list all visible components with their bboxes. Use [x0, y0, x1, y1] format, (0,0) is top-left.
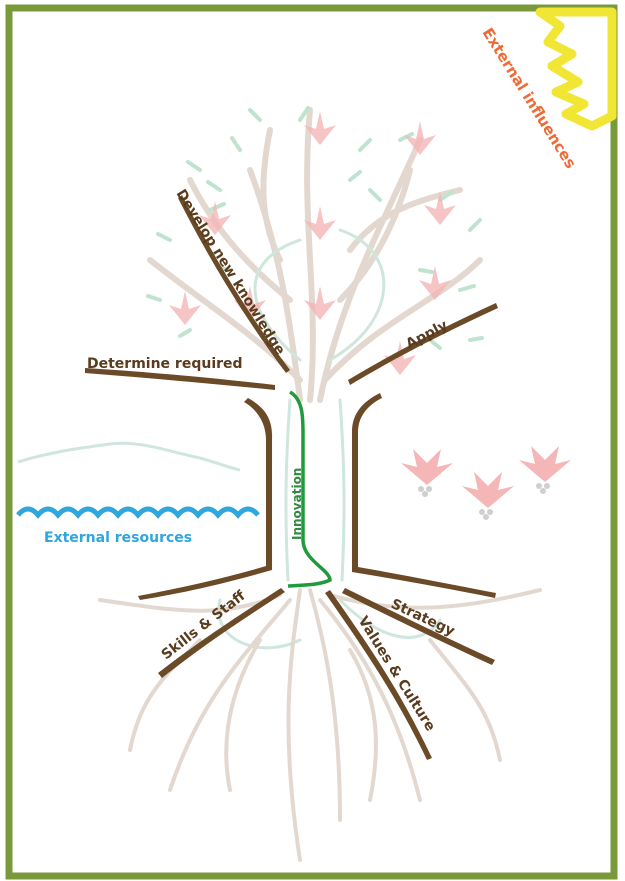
root-strategy: [342, 588, 495, 665]
flower-icon: [401, 443, 453, 497]
root-values-culture: [325, 590, 432, 760]
root-skills-staff: [158, 588, 285, 678]
wave-icon: [16, 506, 260, 519]
flower-icon: [199, 201, 231, 235]
background-tree-illustration: [98, 106, 542, 862]
hill-line: [17, 441, 241, 472]
flower-icon: [304, 111, 336, 145]
main-tree-branches: [85, 195, 498, 760]
flower-icon: [519, 440, 571, 494]
flower-icon: [404, 121, 436, 155]
flower-icon: [169, 291, 201, 325]
canopy-flowers: [169, 111, 456, 375]
sun-icon: [535, 7, 617, 131]
determine-required-label: Determine required: [87, 356, 243, 372]
branch-develop-knowledge: [178, 195, 290, 373]
flower-icon: [384, 341, 416, 375]
diagram-border: [5, 4, 618, 880]
flower-icon: [424, 191, 456, 225]
flower-icon: [304, 206, 336, 240]
flower-icon: [462, 466, 514, 520]
branch-apply: [348, 303, 498, 385]
innovation-label: Innovation: [290, 468, 304, 540]
flower-icon: [234, 286, 266, 320]
innovation-path: [287, 390, 332, 588]
side-flowers: [401, 440, 571, 520]
external-resources-label: External resources: [44, 530, 192, 546]
branch-determine-required: [85, 368, 275, 390]
flower-icon: [419, 266, 451, 300]
flower-icon: [304, 286, 336, 320]
